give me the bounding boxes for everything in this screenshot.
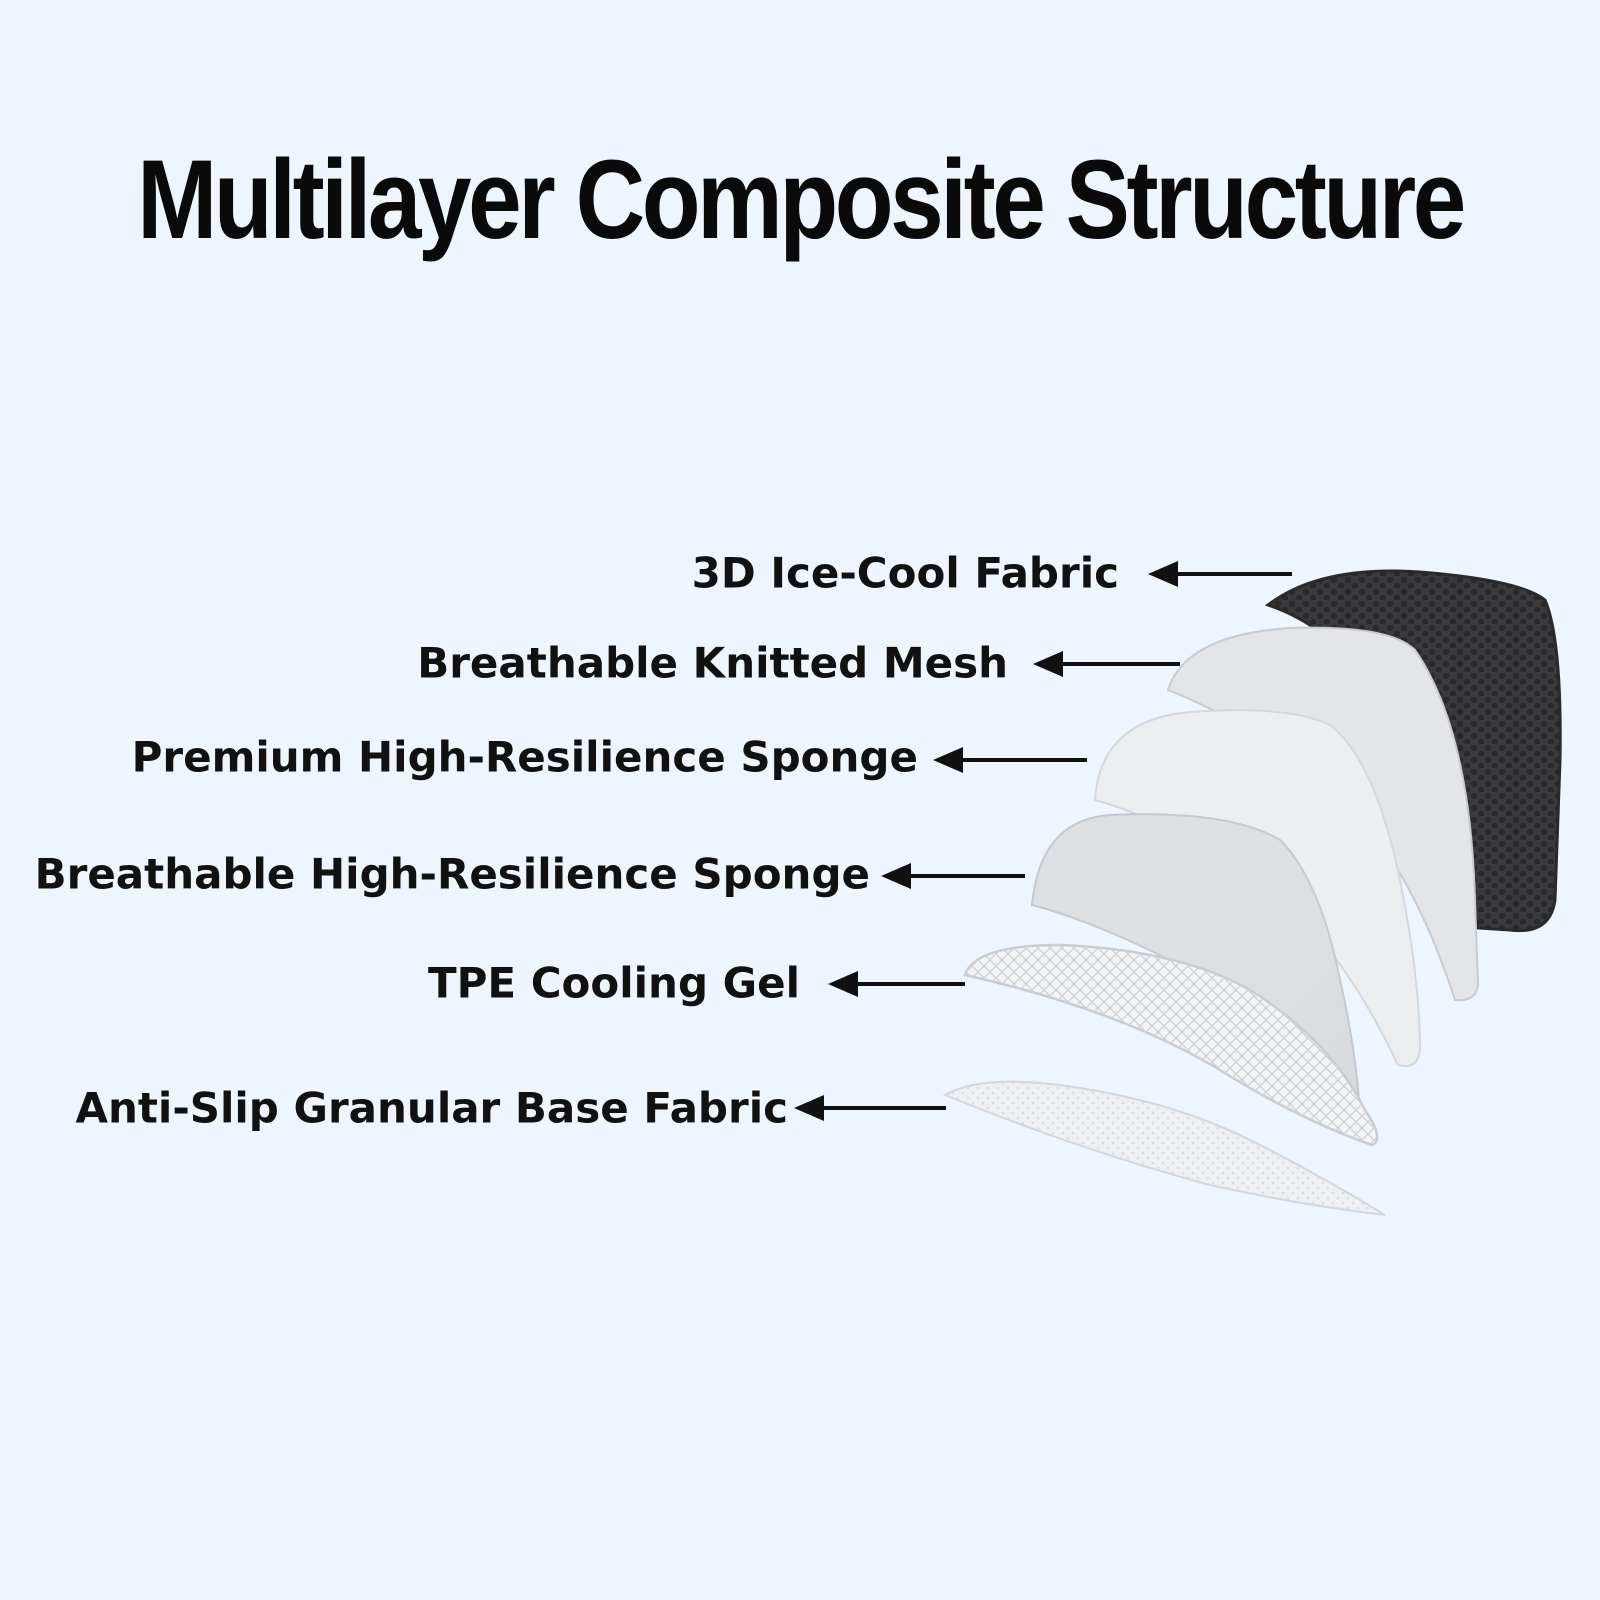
label-ice-cool-fabric: 3D Ice-Cool Fabric [691,548,1119,598]
layer-shape-base-fabric [942,1080,1386,1216]
label-knitted-mesh: Breathable Knitted Mesh [417,638,1008,688]
label-base-fabric: Anti-Slip Granular Base Fabric [75,1083,788,1133]
arrow-base-fabric [794,1095,946,1121]
label-premium-sponge: Premium High-Resilience Sponge [131,732,918,782]
page-title: Multilayer Composite Structure [137,137,1466,262]
arrow-ice-cool-fabric [1148,561,1292,587]
arrow-knitted-mesh [1033,651,1180,677]
arrow-cooling-gel [828,971,965,997]
label-breathable-sponge: Breathable High-Resilience Sponge [34,849,870,899]
arrow-breathable-sponge [881,863,1025,889]
label-cooling-gel: TPE Cooling Gel [427,958,800,1008]
arrow-premium-sponge [933,747,1087,773]
layer-shape-cooling-gel [963,943,1379,1147]
